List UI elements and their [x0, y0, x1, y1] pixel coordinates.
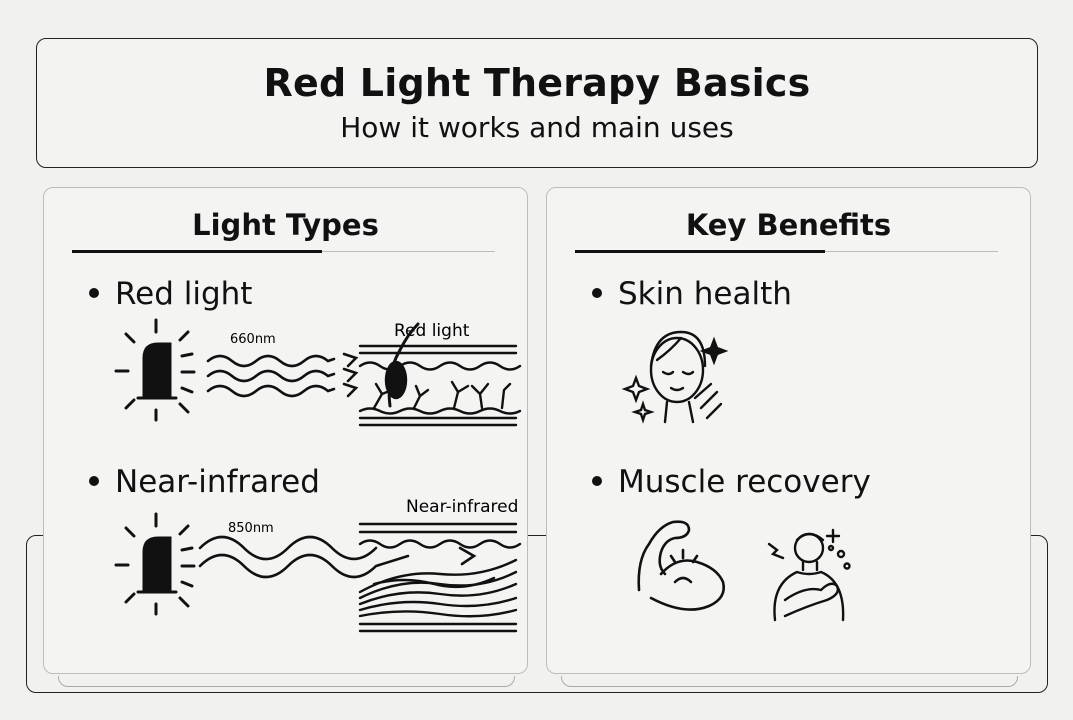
light-types-heading: Light Types: [192, 208, 379, 242]
wave-icon: [198, 535, 477, 579]
flexed-arm-icon: [637, 520, 725, 611]
bullet-dot: [592, 475, 602, 486]
page-title: Red Light Therapy Basics: [263, 61, 811, 105]
bullet-red-light: Red light: [89, 276, 252, 312]
lamp-icon: [114, 318, 196, 422]
red-wavelength-label: 660nm: [230, 332, 276, 347]
bullet-near-infrared: Near-infrared: [89, 464, 320, 500]
heading-underline: [575, 250, 825, 253]
near-infrared-label: Near-infrared: [115, 464, 320, 500]
near-infrared-illustration: 850nm Near-infrared: [114, 497, 522, 633]
red-light-label: Red light: [115, 276, 253, 312]
bullet-muscle-recovery: Muscle recovery: [592, 464, 871, 500]
muscle-layers-icon: [358, 522, 522, 633]
panel-shadow-left: [58, 676, 515, 687]
heading-underline: [72, 250, 322, 253]
bullet-dot: [89, 475, 99, 486]
face-glow-icon: [621, 330, 729, 424]
shoulder-pain-icon: [767, 528, 851, 622]
key-benefits-heading: Key Benefits: [685, 208, 892, 242]
skin-layers-icon: [358, 322, 522, 427]
skin-health-label: Skin health: [618, 276, 792, 312]
nir-tissue-label: Near-infrared: [406, 497, 518, 517]
bullet-skin-health: Skin health: [592, 276, 792, 312]
wave-icon: [206, 352, 359, 398]
red-light-illustration: 660nm Red light: [114, 318, 522, 427]
panel-shadow-right: [561, 676, 1018, 687]
bullet-dot: [592, 287, 602, 298]
muscle-recovery-label: Muscle recovery: [618, 464, 871, 500]
lamp-icon: [114, 512, 196, 616]
red-tissue-label: Red light: [394, 321, 470, 341]
header-card: Red Light Therapy Basics How it works an…: [36, 38, 1038, 168]
light-types-panel: Light Types Red light 660nm: [43, 187, 528, 674]
nir-wavelength-label: 850nm: [228, 521, 274, 536]
bullet-dot: [89, 287, 99, 298]
page-subtitle: How it works and main uses: [340, 111, 734, 144]
key-benefits-panel: Key Benefits Skin health Muscle recovery: [546, 187, 1031, 674]
